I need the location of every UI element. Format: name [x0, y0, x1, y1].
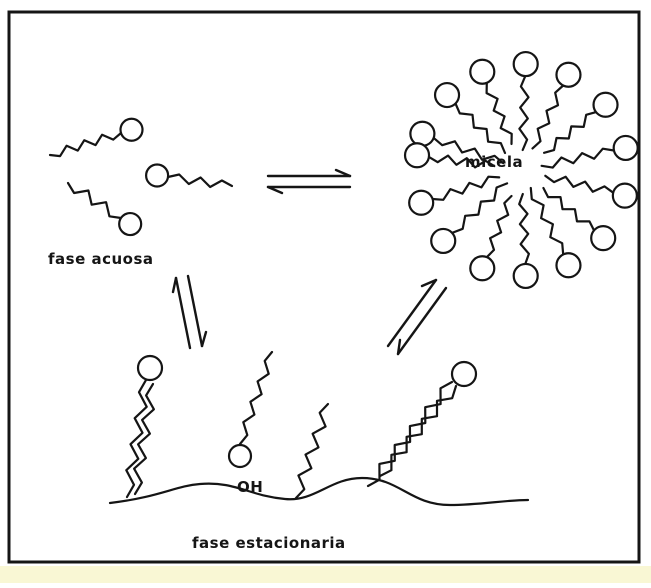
stationary-phase-group — [126, 352, 476, 498]
polar-head — [121, 119, 143, 141]
hydrocarbon-tail — [519, 76, 528, 150]
polar-head — [435, 83, 459, 107]
micelle-label: micela — [465, 153, 523, 171]
polar-head — [431, 229, 455, 253]
polar-head — [556, 63, 580, 87]
bottom-highlight-strip — [0, 566, 651, 583]
hydrocarbon-tail — [487, 196, 512, 257]
polar-head — [410, 122, 434, 146]
polar-head — [614, 136, 638, 160]
stationary-surface-line — [110, 478, 528, 505]
polar-head — [556, 253, 580, 277]
hydrocarbon-tail — [545, 176, 613, 193]
polar-head — [613, 184, 637, 208]
hydrocarbon-tail — [544, 112, 596, 153]
hydrocarbon-tail — [50, 133, 121, 156]
hydrocarbon-tail — [519, 194, 529, 264]
aqueous-surfactant-group — [50, 119, 232, 235]
polar-head — [138, 356, 162, 380]
polar-head — [514, 264, 538, 288]
hydrocarbon-tail — [68, 183, 121, 218]
polar-head — [405, 143, 429, 167]
polar-head — [470, 256, 494, 280]
hydrocarbon-tail — [433, 177, 500, 200]
polar-head — [470, 60, 494, 84]
hydroxyl-label: OH — [237, 478, 263, 496]
polar-head — [591, 226, 615, 250]
polar-head — [146, 164, 168, 186]
equilibrium-arrow-stationary-micelle — [388, 280, 446, 354]
polar-head — [119, 213, 141, 235]
hydrocarbon-tail — [240, 352, 272, 444]
polar-head — [594, 93, 618, 117]
stationary-phase-label: fase estacionaria — [192, 534, 346, 552]
aqueous-phase-label: fase acuosa — [48, 250, 154, 268]
hydrocarbon-tail — [487, 83, 512, 144]
equilibrium-arrow-aqueous-stationary — [173, 276, 206, 348]
polar-head — [514, 52, 538, 76]
hydrocarbon-tail — [368, 382, 452, 486]
polar-head — [229, 445, 251, 467]
equilibrium-arrow-aqueous-micelle — [268, 170, 350, 193]
polar-head — [409, 191, 433, 215]
hydrocarbon-tail — [296, 404, 328, 498]
hydrocarbon-tail — [380, 386, 456, 476]
hydrocarbon-tail — [168, 175, 232, 188]
polar-head — [452, 362, 476, 386]
hydrocarbon-tail — [456, 104, 506, 154]
figure-frame — [9, 12, 639, 562]
